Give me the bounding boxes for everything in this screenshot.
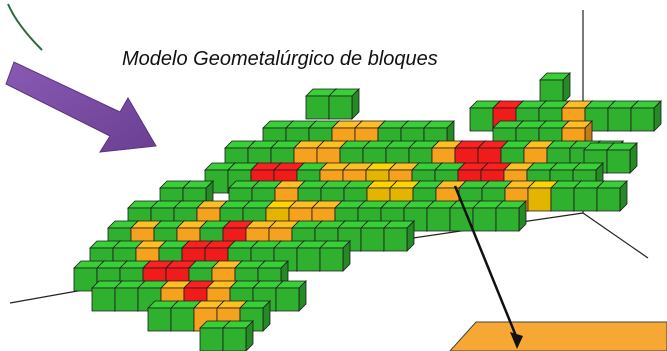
partial-curve-line	[7, 3, 43, 51]
block-cube-green	[383, 220, 415, 252]
block-cube-green	[630, 100, 662, 132]
block-cube-green	[596, 180, 628, 212]
block-cubes	[73, 72, 662, 351]
block-cube-green	[319, 240, 351, 272]
pointer-arrow-icon	[453, 185, 523, 349]
block-cube-green	[539, 72, 571, 104]
block-cube-green	[239, 300, 271, 332]
depth-axis-line	[582, 212, 649, 259]
block-cube-green	[222, 320, 254, 351]
block-cube-green	[495, 200, 527, 232]
block-cube-green	[275, 280, 307, 312]
purple-arrow-icon	[5, 61, 157, 153]
diagram-title: Modelo Geometalúrgico de bloques	[122, 48, 438, 70]
block-cube-green	[328, 88, 360, 120]
block-cube-green	[606, 142, 638, 174]
detail-block	[449, 321, 667, 351]
